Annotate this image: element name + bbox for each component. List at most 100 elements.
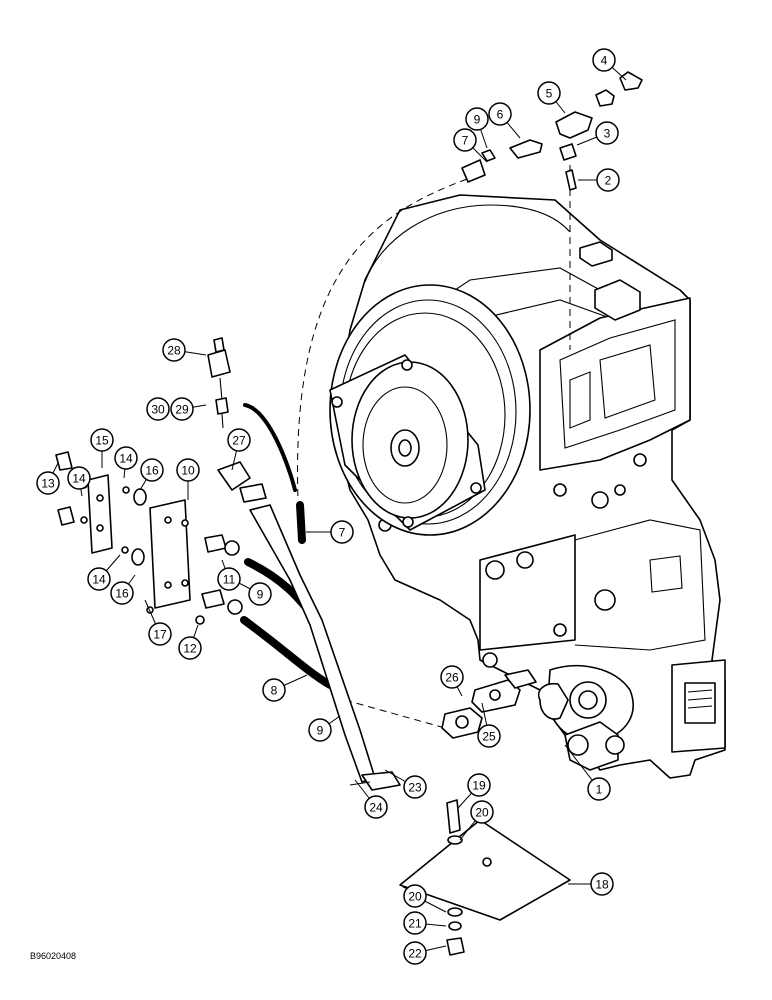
callout-number: 14	[119, 452, 133, 466]
callout-circle	[587, 777, 611, 801]
callout-number: 2	[605, 174, 612, 188]
callout-circle	[217, 567, 241, 591]
callout-12: 12	[178, 636, 202, 660]
callout-number: 29	[175, 403, 189, 417]
callout-circle	[67, 466, 91, 490]
callout-number: 21	[408, 917, 422, 931]
callout-number: 15	[95, 434, 109, 448]
callout-number: 22	[408, 947, 422, 961]
callout-16: 16	[140, 458, 164, 482]
callout-circle	[262, 678, 286, 702]
cap-parts	[207, 337, 267, 503]
callout-26: 26	[440, 665, 464, 689]
callout-5: 5	[537, 81, 561, 105]
callout-circle	[248, 582, 272, 606]
callout-19: 19	[467, 773, 491, 797]
callout-circle	[595, 121, 619, 145]
callout-circle	[178, 636, 202, 660]
callout-circle	[170, 397, 194, 421]
callout-number: 26	[445, 671, 459, 685]
callout-25: 25	[477, 724, 501, 748]
callout-14: 14	[87, 567, 111, 591]
callout-9: 9	[248, 582, 272, 606]
callout-number: 14	[92, 573, 106, 587]
callout-number: 3	[604, 127, 611, 141]
callout-number: 8	[271, 684, 278, 698]
callout-number: 9	[474, 113, 481, 127]
top-fittings	[461, 71, 643, 191]
callout-22: 22	[403, 941, 427, 965]
callout-circle	[592, 48, 616, 72]
callout-number: 30	[151, 403, 165, 417]
callout-circle	[330, 520, 354, 544]
callout-circle	[146, 397, 170, 421]
callout-20: 20	[403, 884, 427, 908]
callout-circle	[308, 718, 332, 742]
callout-circle	[162, 338, 186, 362]
callout-circle	[590, 872, 614, 896]
callout-9: 9	[308, 718, 332, 742]
callout-number: 20	[408, 890, 422, 904]
callout-20: 20	[470, 800, 494, 824]
callout-circle	[467, 773, 491, 797]
callout-16: 16	[110, 581, 134, 605]
callout-number: 4	[601, 54, 608, 68]
callout-10: 10	[176, 458, 200, 482]
callout-9: 9	[465, 107, 489, 131]
callout-number: 10	[181, 464, 195, 478]
callout-8: 8	[262, 678, 286, 702]
callout-circle	[227, 428, 251, 452]
filler-tube	[249, 504, 401, 791]
callout-circle	[440, 665, 464, 689]
callout-circle	[537, 81, 561, 105]
callout-circle	[403, 911, 427, 935]
callout-4: 4	[592, 48, 616, 72]
callout-number: 25	[482, 730, 496, 744]
callout-number: 27	[232, 434, 246, 448]
callout-number: 24	[369, 801, 383, 815]
callout-number: 20	[475, 806, 489, 820]
callout-2: 2	[596, 168, 620, 192]
callout-30: 30	[146, 397, 170, 421]
callout-3: 3	[595, 121, 619, 145]
callout-number: 5	[546, 87, 553, 101]
callout-circle	[148, 622, 172, 646]
callout-circle	[465, 107, 489, 131]
callout-15: 15	[90, 428, 114, 452]
drawing-code: B96020408	[30, 951, 77, 961]
callout-23: 23	[403, 775, 427, 799]
callout-number: 16	[145, 464, 159, 478]
callout-circle	[403, 775, 427, 799]
callout-14: 14	[114, 446, 138, 470]
callout-number: 7	[339, 526, 346, 540]
callout-circle	[364, 795, 388, 819]
callout-circle	[470, 800, 494, 824]
callout-7: 7	[330, 520, 354, 544]
callout-number: 14	[72, 472, 86, 486]
converter-housing	[329, 284, 531, 536]
callout-number: 9	[257, 588, 264, 602]
callout-28: 28	[162, 338, 186, 362]
callout-circle	[488, 102, 512, 126]
callout-11: 11	[217, 567, 241, 591]
callout-number: 9	[317, 724, 324, 738]
callout-29: 29	[170, 397, 194, 421]
callout-1: 1	[587, 777, 611, 801]
callout-17: 17	[148, 622, 172, 646]
callout-circle	[114, 446, 138, 470]
callout-number: 17	[153, 628, 167, 642]
callout-6: 6	[488, 102, 512, 126]
callout-number: 11	[223, 573, 236, 587]
callout-number: 28	[167, 344, 181, 358]
callout-labels: 1234567978991011121314141415161617181920…	[36, 48, 620, 965]
callout-7: 7	[453, 128, 477, 152]
callout-circle	[596, 168, 620, 192]
callout-13: 13	[36, 471, 60, 495]
callout-circle	[453, 128, 477, 152]
hose-routing-line	[297, 174, 479, 501]
callout-number: 16	[115, 587, 129, 601]
callout-circle	[403, 884, 427, 908]
shield-plate	[399, 799, 571, 956]
callout-circle	[90, 428, 114, 452]
